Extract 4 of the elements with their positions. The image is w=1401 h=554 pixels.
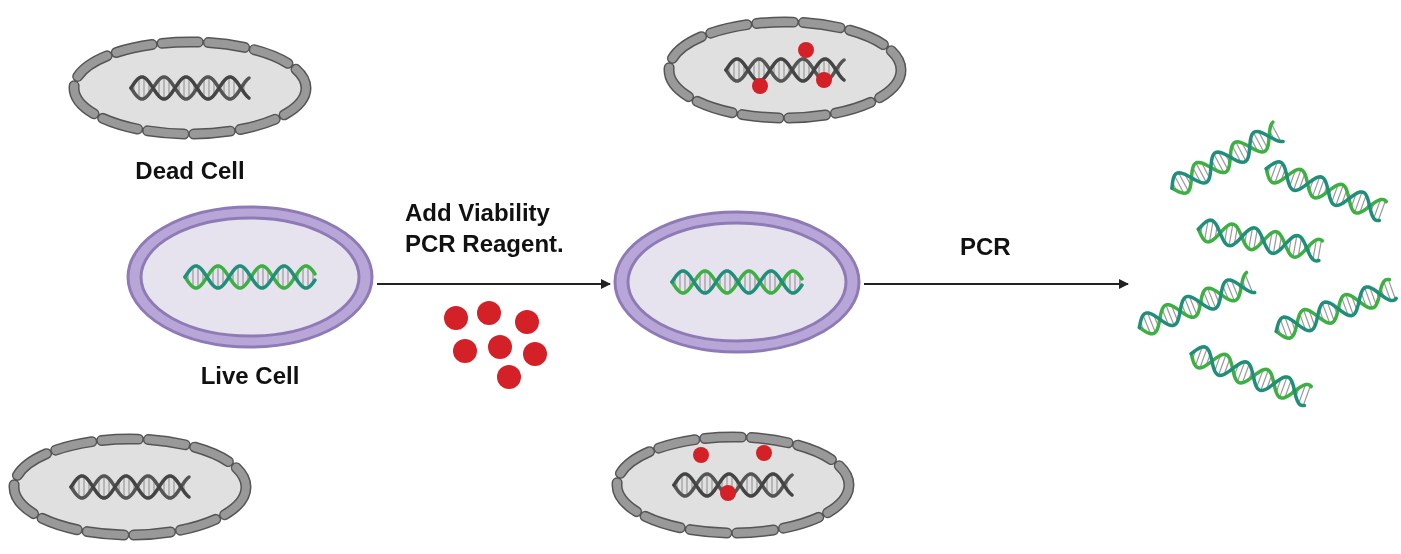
cell-label: Live Cell [199,362,301,390]
arrow [863,279,1129,289]
arrow [376,279,611,289]
cell-label: Dead Cell [134,157,246,185]
